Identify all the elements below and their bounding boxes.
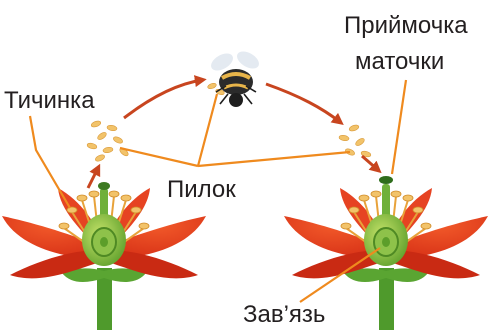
right-style — [382, 184, 390, 218]
pollen-label: Пилок — [167, 178, 236, 202]
ovary-label: Зав’язь — [243, 303, 325, 327]
left-stigma — [98, 182, 110, 190]
right-stigma — [379, 176, 393, 184]
left-pollen-cluster — [86, 120, 129, 163]
left-flower — [2, 182, 206, 330]
arrow-from-stamen — [88, 168, 98, 188]
arrow-to-bee — [124, 80, 202, 118]
arrow-from-bee — [266, 84, 340, 122]
pollen-pointer-left — [120, 148, 198, 166]
stamen-label: Тичинка — [4, 89, 95, 113]
left-style — [100, 188, 108, 218]
arrow-to-stigma — [362, 156, 378, 170]
pollen-pointer-bee — [198, 94, 217, 166]
pollen-pointer-right — [198, 152, 350, 166]
stigma-label-line1: Приймочка — [344, 14, 468, 38]
stigma-pointer — [392, 80, 406, 174]
stigma-label-line2: маточки — [355, 50, 444, 74]
